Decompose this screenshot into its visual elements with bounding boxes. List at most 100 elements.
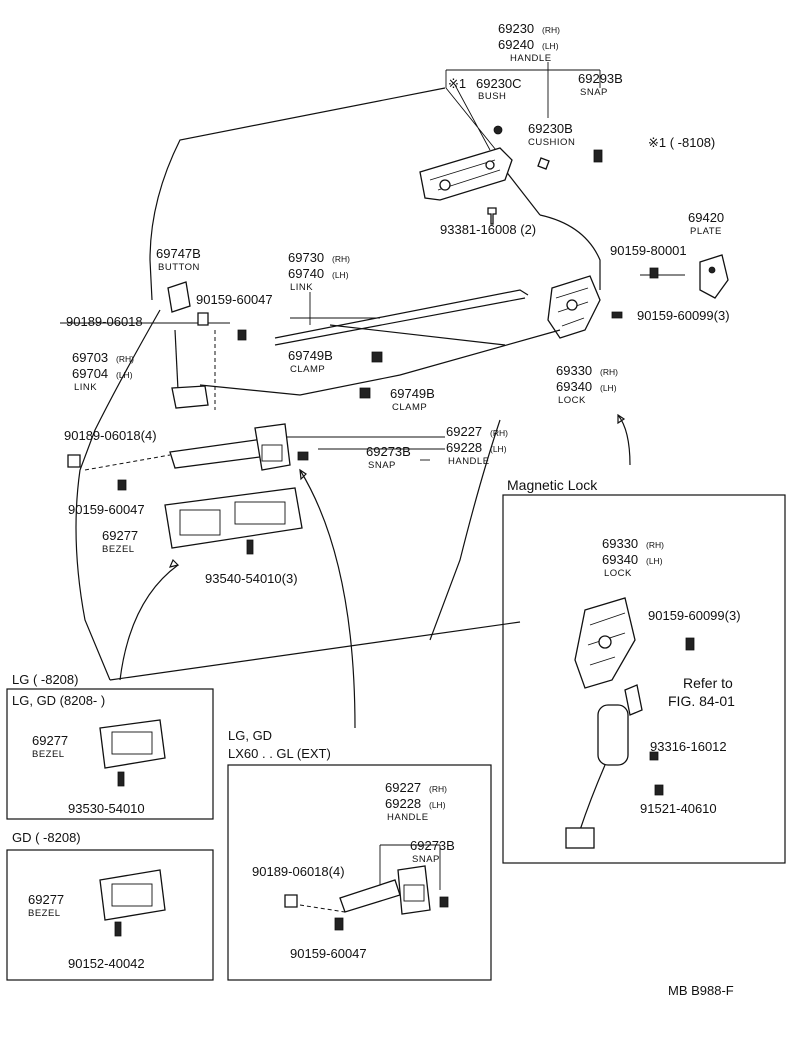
bush-prefix: ※1 xyxy=(448,76,466,91)
clamp1-name: CLAMP xyxy=(290,364,325,375)
bush-part: 69230C xyxy=(476,76,522,91)
handle-outer-name: HANDLE xyxy=(510,53,552,64)
mag-refer-line2: FIG. 84-01 xyxy=(668,693,735,709)
door-outline xyxy=(75,87,601,681)
magnetic-lock-drawing xyxy=(565,597,695,849)
lock-drawing xyxy=(547,275,623,339)
link-upper-rh-tag: (RH) xyxy=(332,254,350,264)
clip-button-part: 90189-06018 xyxy=(66,314,143,329)
clamp1-part: 69749B xyxy=(288,348,333,363)
lock-lh-part: 69340 xyxy=(556,379,592,394)
mag-refer-line1: Refer to xyxy=(683,675,733,691)
snap-mid-name: SNAP xyxy=(368,460,396,471)
plate-part: 69420 xyxy=(688,210,724,225)
bolt-left-part: 90159-60047 xyxy=(68,502,145,517)
bezel-main-name: BEZEL xyxy=(102,544,135,555)
box-ext-title2: LX60 . . GL (EXT) xyxy=(228,746,331,761)
direction-arrows xyxy=(119,413,631,729)
inner-handle-drawing xyxy=(67,423,309,491)
handle-inner-lh-part: 69228 xyxy=(446,440,482,455)
box-lg-gd-name: BEZEL xyxy=(32,749,65,760)
box-ext-title1: LG, GD xyxy=(228,728,272,743)
box-ext-clip: 90189-06018(4) xyxy=(252,864,345,879)
lock-rh-part: 69330 xyxy=(556,363,592,378)
box-ext-handle-rh-part: 69227 xyxy=(385,780,421,795)
link-upper-lh-tag: (LH) xyxy=(332,270,349,280)
link-upper-lh-part: 69740 xyxy=(288,266,324,281)
mag-lock-rh-tag: (RH) xyxy=(646,540,664,550)
button-link-drawing xyxy=(167,281,247,410)
ext-handle-box xyxy=(227,764,492,981)
note-marker: ※1 ( -8108) xyxy=(648,135,715,150)
gd-box xyxy=(6,849,214,981)
handle-inner-rh-part: 69227 xyxy=(446,424,482,439)
handle-inner-name: HANDLE xyxy=(448,456,490,467)
box-ext-bolt: 90159-60047 xyxy=(290,946,367,961)
screw-top-part: 93381-16008 (2) xyxy=(440,222,536,237)
link-upper-rh-part: 69730 xyxy=(288,250,324,265)
box-ext-handle-lh-part: 69228 xyxy=(385,796,421,811)
outer-handle-drawing xyxy=(419,125,603,225)
button-part: 69747B xyxy=(156,246,201,261)
box-ext-snap-name: SNAP xyxy=(412,854,440,865)
ext-handle-drawing xyxy=(284,865,449,931)
mag-bolt2: 91521-40610 xyxy=(640,801,717,816)
cushion-name: CUSHION xyxy=(528,137,575,148)
handle-inner-rh-tag: (RH) xyxy=(490,428,508,438)
link-lower-lh-part: 69704 xyxy=(72,366,108,381)
bezel-drawing xyxy=(164,487,303,555)
snap-top-name: SNAP xyxy=(580,87,608,98)
bezel-gd-drawing xyxy=(99,869,166,937)
figure-code: MB B988-F xyxy=(668,983,734,998)
plate-name: PLATE xyxy=(690,226,722,237)
box-ext-handle-name: HANDLE xyxy=(387,812,429,823)
lock-name: LOCK xyxy=(558,395,586,406)
lg-range-label: LG ( -8208) xyxy=(12,672,78,687)
box-gd-name: BEZEL xyxy=(28,908,61,919)
link-upper-name: LINK xyxy=(290,282,313,293)
bezel-main-part: 69277 xyxy=(102,528,138,543)
mag-lock-rh-part: 69330 xyxy=(602,536,638,551)
lg-gd-box xyxy=(6,688,214,820)
link-rods-drawing xyxy=(199,289,561,399)
lock-rh-tag: (RH) xyxy=(600,367,618,377)
mag-lock-name: LOCK xyxy=(604,568,632,579)
magnetic-lock-box xyxy=(502,494,786,864)
link-lower-rh-tag: (RH) xyxy=(116,354,134,364)
handle-outer-rh-part: 69230 xyxy=(498,21,534,36)
bezel-lg-gd-drawing xyxy=(99,719,166,787)
snap-top-part: 69293B xyxy=(578,71,623,86)
link-lower-lh-tag: (LH) xyxy=(116,370,133,380)
button-name: BUTTON xyxy=(158,262,200,273)
box-gd-screw: 90152-40042 xyxy=(68,956,145,971)
lock-lh-tag: (LH) xyxy=(600,383,617,393)
bolt-plate-part: 90159-80001 xyxy=(610,243,687,258)
clip-left-part: 90189-06018(4) xyxy=(64,428,157,443)
box-lg-gd-title: LG, GD (8208- ) xyxy=(12,693,105,708)
link-lower-name: LINK xyxy=(74,382,97,393)
handle-outer-lh-tag: (LH) xyxy=(542,41,559,51)
snap-mid-part: 69273B xyxy=(366,444,411,459)
link-lower-rh-part: 69703 xyxy=(72,350,108,365)
handle-outer-lh-part: 69240 xyxy=(498,37,534,52)
screw-bezel-part: 93540-54010(3) xyxy=(205,571,298,586)
leader-lines xyxy=(60,62,685,890)
mag-lock-bolt: 90159-60099(3) xyxy=(648,608,741,623)
box-ext-handle-lh-tag: (LH) xyxy=(429,800,446,810)
magnetic-lock-title: Magnetic Lock xyxy=(507,477,598,493)
bolt-button-part: 90159-60047 xyxy=(196,292,273,307)
mag-lock-lh-part: 69340 xyxy=(602,552,638,567)
box-ext-snap-part: 69273B xyxy=(410,838,455,853)
box-gd-title: GD ( -8208) xyxy=(12,830,81,845)
box-lg-gd-screw: 93530-54010 xyxy=(68,801,145,816)
box-ext-handle-rh-tag: (RH) xyxy=(429,784,447,794)
bush-name: BUSH xyxy=(478,91,506,102)
clamp2-name: CLAMP xyxy=(392,402,427,413)
handle-outer-rh-tag: (RH) xyxy=(542,25,560,35)
cushion-part: 69230B xyxy=(528,121,573,136)
plate-drawing xyxy=(649,254,729,299)
box-gd-part: 69277 xyxy=(28,892,64,907)
clamp2-part: 69749B xyxy=(390,386,435,401)
bolt-lock-part: 90159-60099(3) xyxy=(637,308,730,323)
